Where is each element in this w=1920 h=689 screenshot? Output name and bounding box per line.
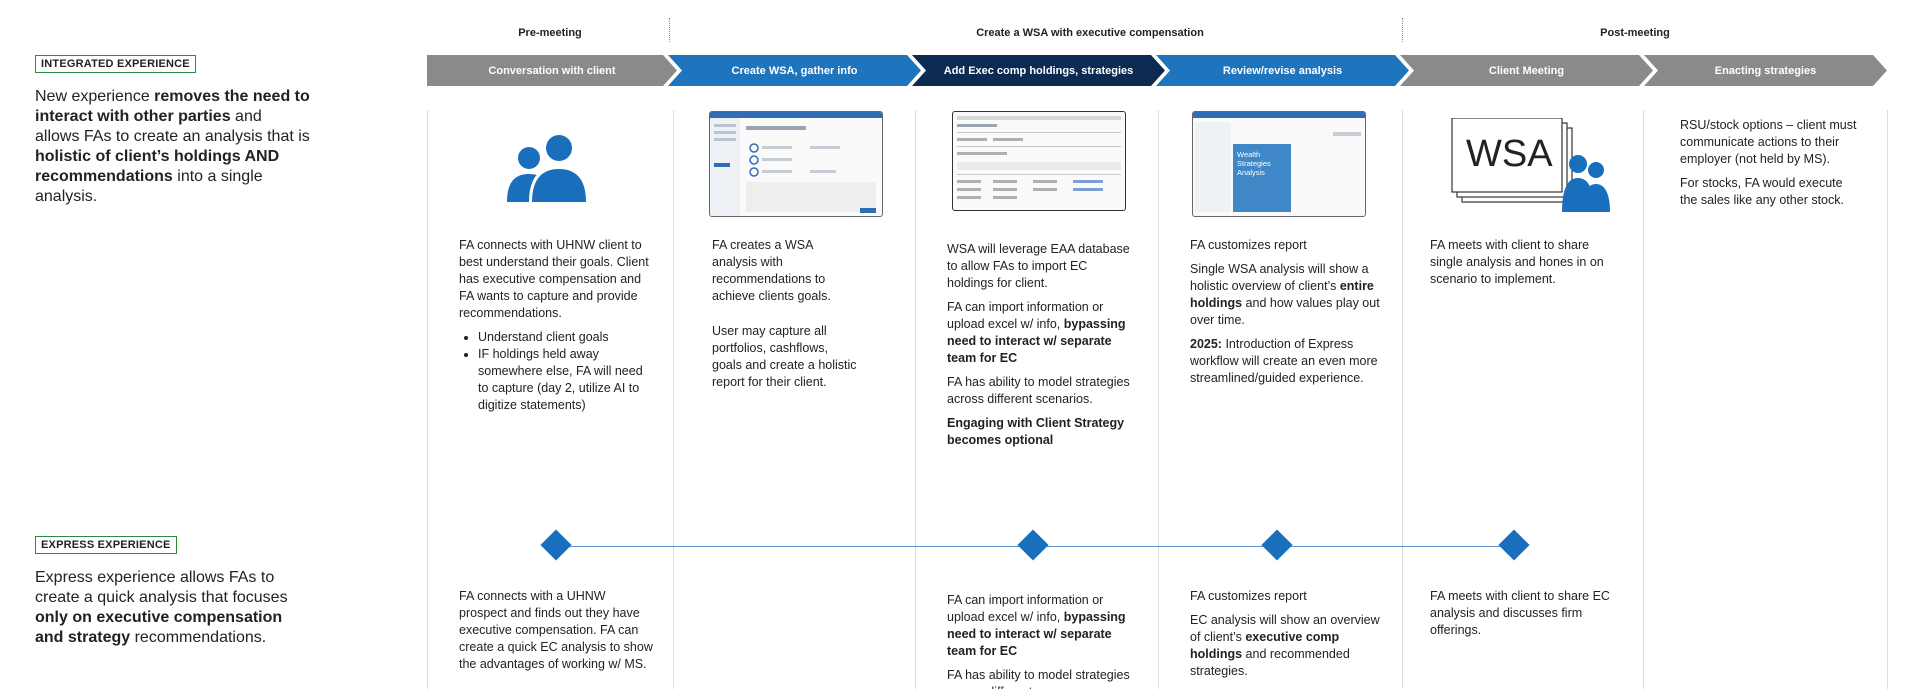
exec-comp-holdings-screenshot	[952, 111, 1126, 211]
phase-pre-meeting: Pre-meeting	[518, 27, 582, 39]
step-add-exec-comp: Add Exec comp holdings, strategies	[912, 55, 1165, 86]
express-exec-comp-cell: FA can import information or upload exce…	[947, 592, 1135, 689]
integrated-create-wsa-text-2: User may capture all portfolios, cashflo…	[712, 324, 857, 389]
list-item: Understand client goals	[478, 329, 655, 346]
phase-divider	[1402, 18, 1403, 42]
report-cover-title: Wealth Strategies Analysis	[1237, 150, 1271, 177]
express-conversation-cell: FA connects with a UHNW prospect and fin…	[459, 588, 655, 680]
integrated-exec-comp-import: FA can import information or upload exce…	[947, 300, 1126, 365]
wsa-document-stack-icon	[1451, 118, 1610, 212]
people-icon	[507, 133, 589, 202]
step-client-meeting: Client Meeting	[1400, 55, 1653, 86]
express-conversation-text: FA connects with a UHNW prospect and fin…	[459, 589, 653, 671]
report-sidebar	[1195, 122, 1231, 212]
integrated-review-title: FA customizes report	[1190, 238, 1307, 252]
integrated-review-2025: 2025: Introduction of Express workflow w…	[1190, 337, 1378, 385]
integrated-exec-comp-model: FA has ability to model strategies acros…	[947, 375, 1130, 406]
integrated-enacting-text-2: For stocks, FA would execute the sales l…	[1680, 176, 1844, 207]
report-cover: Wealth Strategies Analysis	[1233, 144, 1291, 212]
milestone-diamond-client-meeting	[1498, 529, 1530, 561]
integrated-description: New experience removes the need to inter…	[35, 88, 310, 205]
integrated-review-cell: FA customizes report Single WSA analysis…	[1190, 237, 1380, 394]
milestone-diamond-conversation	[540, 529, 572, 561]
phase-create-wsa: Create a WSA with executive compensation	[976, 27, 1204, 39]
list-item: IF holdings held away somewhere else, FA…	[478, 346, 655, 414]
express-review-title: FA customizes report	[1190, 589, 1307, 603]
integrated-client-meeting-cell: FA meets with client to share single ana…	[1430, 237, 1620, 295]
express-exec-comp-import: FA can import information or upload exce…	[947, 593, 1126, 658]
integrated-review-overview: Single WSA analysis will show a holistic…	[1190, 262, 1380, 327]
integrated-enacting-text: RSU/stock options – client must communic…	[1680, 118, 1857, 166]
integrated-enacting-cell: RSU/stock options – client must communic…	[1680, 117, 1860, 216]
integrated-conversation-text: FA connects with UHNW client to best und…	[459, 238, 649, 320]
express-review-overview: EC analysis will show an overview of cli…	[1190, 613, 1380, 678]
express-description: Express experience allows FAs to create …	[35, 569, 288, 646]
integrated-exec-comp-cell: WSA will leverage EAA database to allow …	[947, 241, 1135, 456]
express-review-cell: FA customizes report EC analysis will sh…	[1190, 588, 1380, 687]
step-enacting-strategies: Enacting strategies	[1644, 55, 1887, 86]
integrated-exec-comp-text: WSA will leverage EAA database to allow …	[947, 242, 1130, 290]
integrated-conversation-cell: FA connects with UHNW client to best und…	[459, 237, 655, 414]
column-divider	[915, 110, 916, 689]
integrated-exec-comp-optional: Engaging with Client Strategy becomes op…	[947, 416, 1125, 447]
express-client-meeting-text: FA meets with client to share EC analysi…	[1430, 589, 1610, 637]
step-review-revise: Review/revise analysis	[1156, 55, 1409, 86]
integrated-experience-tag: INTEGRATED EXPERIENCE	[35, 55, 196, 73]
column-divider	[1887, 110, 1888, 689]
step-create-wsa: Create WSA, gather info	[668, 55, 921, 86]
integrated-create-wsa-text: FA creates a WSA analysis with recommend…	[712, 238, 831, 303]
wsa-label: WSA	[1466, 133, 1553, 175]
report-right-panel	[1333, 132, 1361, 136]
milestone-diamond-exec-comp	[1017, 529, 1049, 561]
integrated-client-meeting-text: FA meets with client to share single ana…	[1430, 238, 1604, 286]
express-exec-comp-model: FA has ability to model strategies acros…	[947, 668, 1130, 689]
milestone-diamond-review	[1261, 529, 1293, 561]
create-wsa-screenshot	[709, 111, 883, 217]
phase-post-meeting: Post-meeting	[1600, 27, 1670, 39]
column-divider	[1643, 110, 1644, 689]
express-experience-tag: EXPRESS EXPERIENCE	[35, 536, 177, 554]
express-client-meeting-cell: FA meets with client to share EC analysi…	[1430, 588, 1620, 646]
step-conversation-with-client: Conversation with client	[427, 55, 677, 86]
column-divider	[1158, 110, 1159, 689]
column-divider	[427, 110, 428, 689]
integrated-create-wsa-cell: FA creates a WSA analysis with recommend…	[712, 237, 860, 398]
column-divider	[673, 110, 674, 689]
process-chevrons: Conversation with client Create WSA, gat…	[427, 55, 1887, 86]
integrated-conversation-bullets: Understand client goals IF holdings held…	[478, 329, 655, 414]
wsa-report-screenshot: Wealth Strategies Analysis	[1192, 111, 1366, 217]
phase-divider	[669, 18, 670, 42]
column-divider	[1402, 110, 1403, 689]
